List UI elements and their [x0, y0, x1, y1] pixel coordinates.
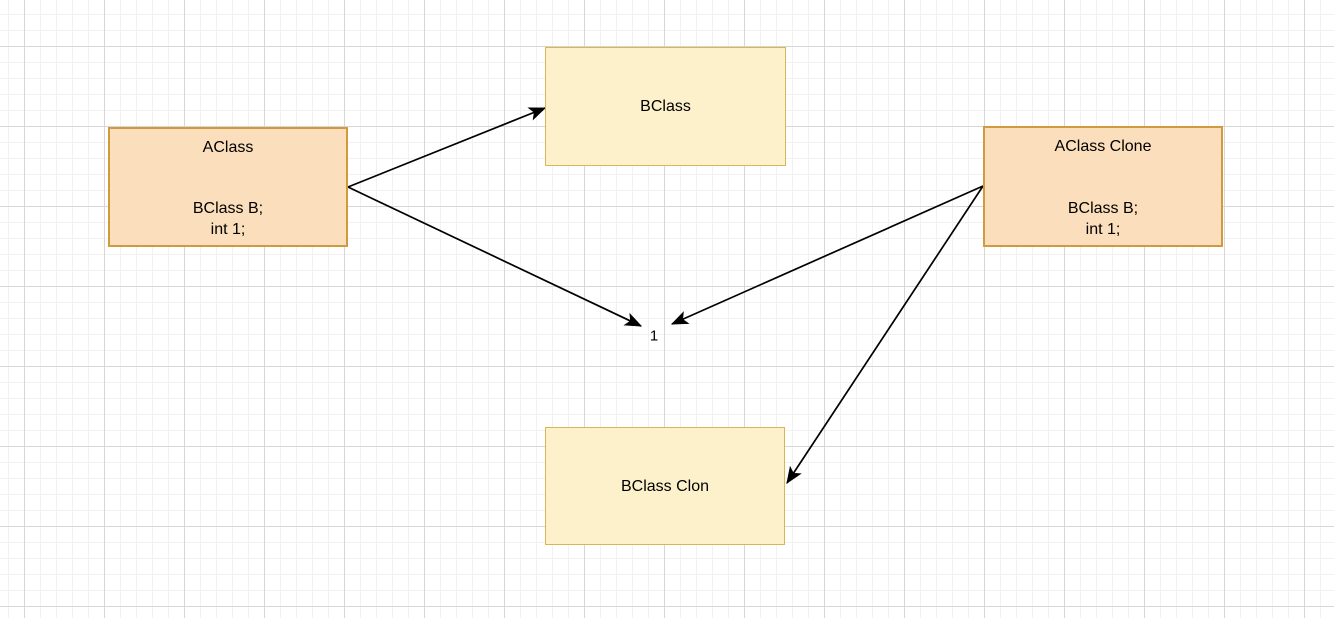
- node-aclass-body: BClass B; int 1;: [110, 198, 346, 240]
- node-bclass-title: BClass: [640, 98, 691, 115]
- edge-aclass-clone-to-bclass-clone[interactable]: [786, 185, 984, 484]
- edge-aclass-to-one[interactable]: [347, 186, 643, 327]
- node-aclass-clone[interactable]: AClass Clone BClass B; int 1;: [983, 126, 1223, 247]
- node-aclass-clone-field-1: BClass B;: [1067, 200, 1139, 217]
- edge-aclass-to-bclass[interactable]: [347, 107, 547, 188]
- edge-aclass-clone-to-one[interactable]: [670, 185, 984, 325]
- node-aclass-title: AClass: [202, 139, 254, 156]
- edge-label-one[interactable]: 1: [649, 327, 659, 345]
- node-bclass-clone-title: BClass Clon: [620, 477, 710, 495]
- node-aclass[interactable]: AClass BClass B; int 1;: [108, 127, 348, 247]
- node-aclass-clone-field-2: int 1;: [1085, 221, 1121, 238]
- node-aclass-field-2: int 1;: [210, 221, 246, 238]
- node-aclass-field-1: BClass B;: [192, 200, 264, 217]
- node-aclass-clone-body: BClass B; int 1;: [985, 198, 1221, 240]
- node-aclass-clone-title: AClass Clone: [1054, 138, 1152, 155]
- node-bclass[interactable]: BClass: [545, 47, 786, 166]
- node-bclass-clone[interactable]: BClass Clon: [545, 427, 785, 545]
